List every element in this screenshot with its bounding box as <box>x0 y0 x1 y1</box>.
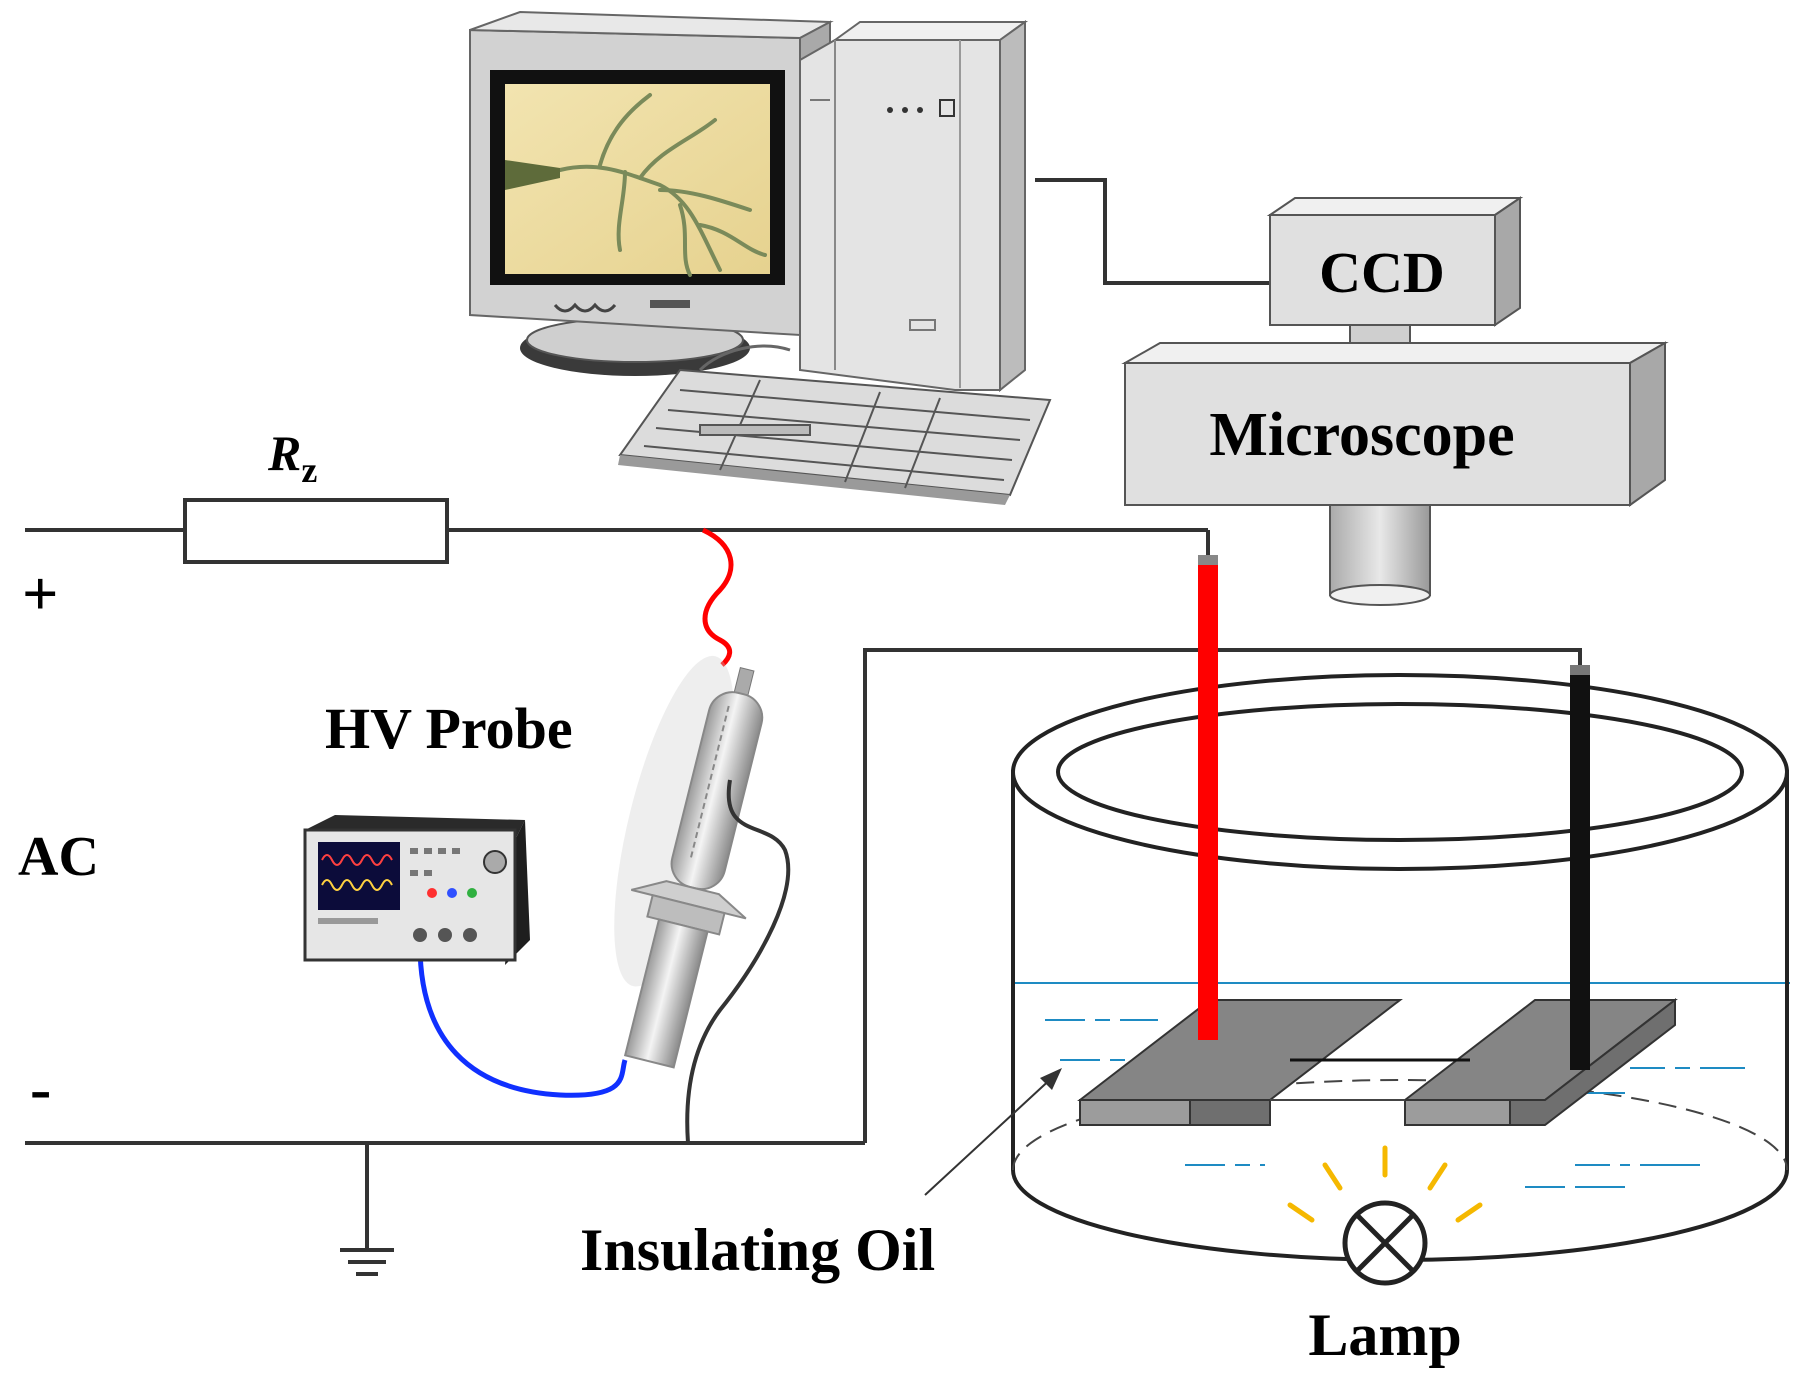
insulating-oil-pointer <box>924 1068 1062 1196</box>
circuit <box>25 528 1582 1276</box>
microscope-label: Microscope <box>1209 401 1514 469</box>
electrode-plate-right <box>1402 997 1678 1126</box>
container-inner-rim <box>1056 702 1744 842</box>
oil-container <box>1011 555 1790 1262</box>
ccd-camera: CCD <box>1266 196 1524 327</box>
ground-symbol <box>340 1143 394 1276</box>
lamp-label: Lamp <box>1308 1302 1461 1368</box>
microscope-objective <box>1329 504 1431 606</box>
monitor <box>469 10 834 337</box>
computer-tower <box>799 20 1029 393</box>
keyboard <box>618 368 1052 505</box>
ccd-cable <box>1035 178 1270 285</box>
ccd-label: CCD <box>1319 240 1445 305</box>
lamp-rays <box>1287 1145 1483 1223</box>
hv-probe-lead <box>701 527 734 667</box>
hv-electrode-rod <box>1198 555 1218 1040</box>
microscope: Microscope <box>1121 341 1669 507</box>
oscilloscope <box>303 815 530 965</box>
oscilloscope-cable <box>417 944 628 1098</box>
plus-terminal-label: + <box>22 558 58 629</box>
lamp <box>1287 1145 1483 1286</box>
computer <box>469 10 1052 505</box>
probe-ground-lead <box>685 779 791 1144</box>
resistor-rz <box>183 498 449 564</box>
ground-electrode-rod <box>1570 665 1590 1070</box>
hv-probe-label: HV Probe <box>325 696 573 761</box>
electrode-plate-left <box>1077 999 1403 1126</box>
insulating-oil-label: Insulating Oil <box>580 1217 935 1283</box>
minus-terminal-label: - <box>30 1053 51 1124</box>
oscilloscope-screen <box>318 842 400 910</box>
hv-probe <box>614 655 764 1069</box>
resistor-label: Rz <box>267 425 317 490</box>
container-outer-rim <box>1011 673 1789 871</box>
ac-source-label: AC <box>18 826 99 888</box>
resistor-label-subscript: z <box>301 450 317 490</box>
